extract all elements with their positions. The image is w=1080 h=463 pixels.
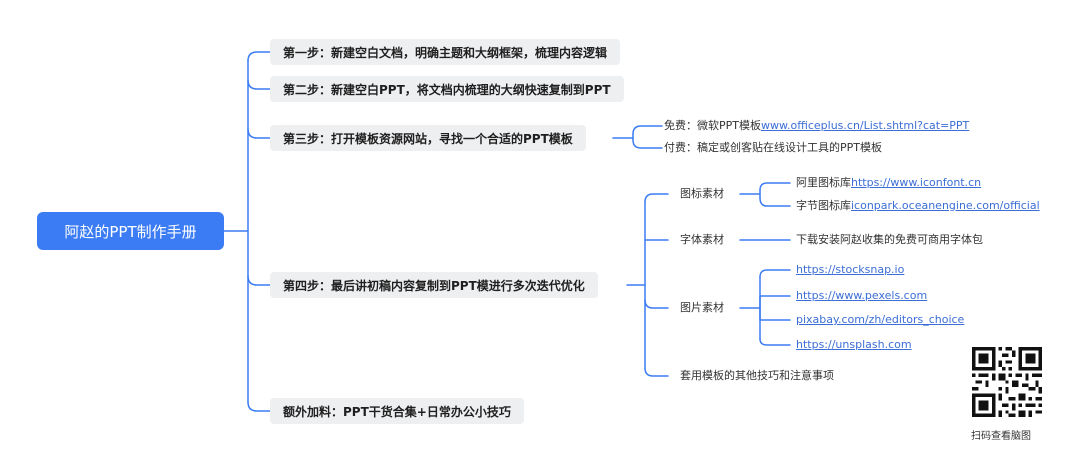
- icon-assets-node[interactable]: 图标素材: [680, 187, 724, 200]
- qr-caption: 扫码查看脑图: [971, 431, 1031, 442]
- iconpark-label: 字节图标库: [796, 199, 851, 212]
- iconpark-node: 字节图标库iconpark.oceanengine.com/official: [796, 198, 1040, 214]
- template-tips-node[interactable]: 套用模板的其他技巧和注意事项: [680, 369, 834, 382]
- font-pack-node: 下载安装阿赵收集的免费可商用字体包: [796, 233, 983, 246]
- extra-node[interactable]: 额外加料：PPT干货合集+日常办公小技巧: [270, 398, 524, 424]
- step-3-node[interactable]: 第三步：打开模板资源网站，寻找一个合适的PPT模板: [270, 125, 586, 151]
- paid-template-node: 付费：稿定或创客贴在线设计工具的PPT模板: [664, 141, 882, 154]
- step-2-node[interactable]: 第二步：新建空白PPT，将文档内梳理的大纲快速复制到PPT: [270, 76, 624, 102]
- step-1-node[interactable]: 第一步：新建空白文档，明确主题和大纲框架，梳理内容逻辑: [270, 39, 621, 65]
- iconfont-link[interactable]: https://www.iconfont.cn: [851, 176, 982, 189]
- free-template-label: 免费：微软PPT模板: [664, 119, 761, 132]
- pexels-link[interactable]: https://www.pexels.com: [796, 289, 928, 302]
- font-assets-node[interactable]: 字体素材: [680, 233, 724, 246]
- stocksnap-link[interactable]: https://stocksnap.io: [796, 263, 905, 276]
- officeplus-link[interactable]: www.officeplus.cn/List.shtml?cat=PPT: [761, 119, 970, 132]
- iconfont-node: 阿里图标库https://www.iconfont.cn: [796, 175, 981, 191]
- iconfont-label: 阿里图标库: [796, 176, 851, 189]
- pixabay-link[interactable]: pixabay.com/zh/editors_choice: [796, 313, 965, 326]
- free-template-node: 免费：微软PPT模板www.officeplus.cn/List.shtml?c…: [664, 118, 969, 134]
- qr-code-icon[interactable]: [972, 347, 1042, 417]
- step-4-node[interactable]: 第四步：最后讲初稿内容复制到PPT模进行多次迭代优化: [270, 272, 598, 298]
- image-assets-node[interactable]: 图片素材: [680, 301, 724, 314]
- iconpark-link[interactable]: iconpark.oceanengine.com/official: [851, 199, 1040, 212]
- unsplash-link[interactable]: https://unsplash.com: [796, 338, 912, 351]
- root-node[interactable]: 阿赵的PPT制作手册: [37, 212, 224, 250]
